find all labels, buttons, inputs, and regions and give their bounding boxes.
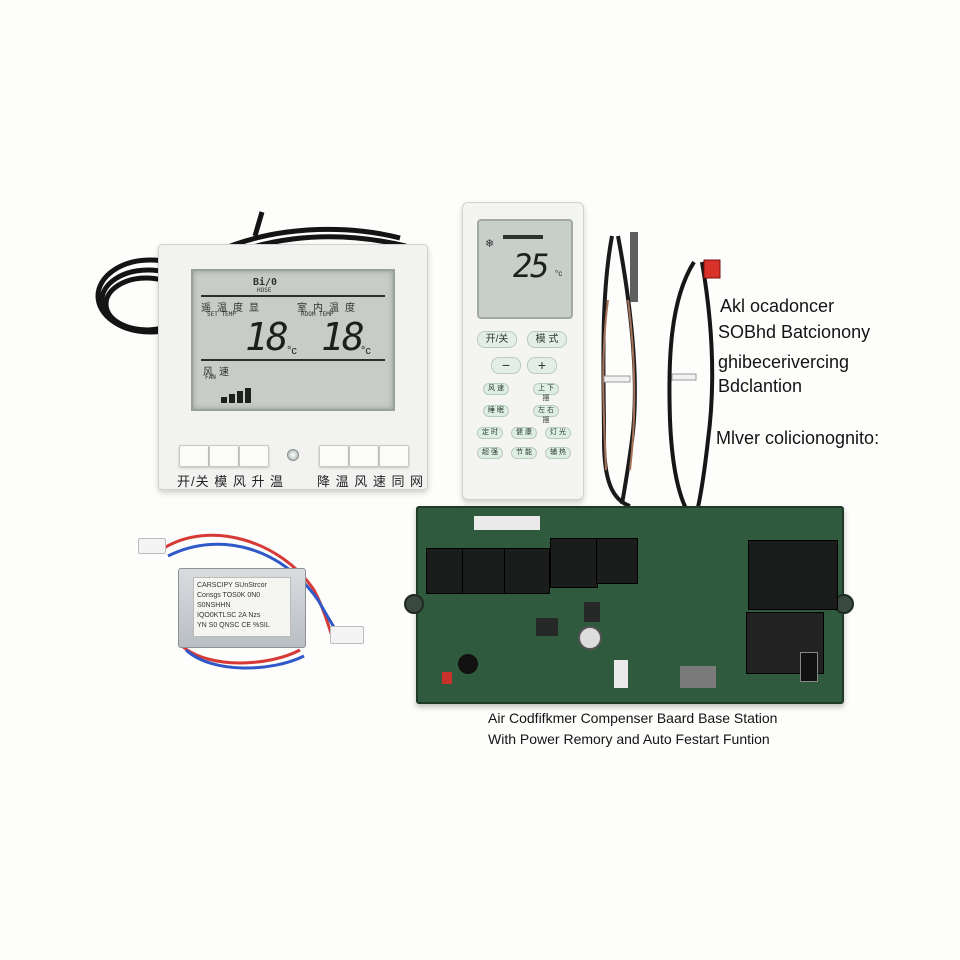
thermostat-lcd: Bi/0 HOSE 遥 温 度 显 SET TEMP 室 内 温 度 ROOM … bbox=[191, 269, 395, 411]
lcd-top-label: Bi/0 bbox=[253, 277, 278, 288]
wall-thermostat: Bi/0 HOSE 遥 温 度 显 SET TEMP 室 内 温 度 ROOM … bbox=[158, 244, 428, 490]
pcb-terminal-block bbox=[800, 652, 818, 682]
pcb-mount-tab-left bbox=[404, 594, 424, 614]
remote-minus-button[interactable]: − bbox=[491, 357, 521, 374]
pcb-buzzer bbox=[458, 654, 478, 674]
lcd-mode-label: 风 速 bbox=[203, 367, 230, 378]
transformer-connector-left bbox=[138, 538, 166, 554]
fan-speed-bars bbox=[221, 385, 253, 403]
pcb-relay bbox=[462, 548, 506, 594]
feature-text-line5: Mlver colicionognito: bbox=[716, 428, 880, 448]
thermostat-timer-button[interactable] bbox=[379, 445, 409, 467]
remote-control: ❄ 25 °c 开/关 模 式 − + 风 速 上 下 摆 睡 眠 左 右 摆 … bbox=[462, 202, 584, 500]
lcd-left-temp: 18 bbox=[245, 315, 289, 359]
remote-lcd: ❄ 25 °c bbox=[477, 219, 573, 319]
pcb-red-terminal bbox=[442, 672, 452, 684]
thermostat-down-button[interactable] bbox=[349, 445, 379, 467]
thermostat-button-labels-left: 开/关 模 风 升 温 bbox=[177, 474, 285, 489]
pcb-chip bbox=[584, 602, 600, 622]
remote-lcd-temp: 25 bbox=[513, 247, 550, 285]
caption-line2: With Power Remory and Auto Festart Funti… bbox=[488, 731, 770, 747]
caption-line1: Air Codfifkmer Compenser Baard Base Stat… bbox=[488, 710, 778, 726]
transformer-label-line: CARSCIPY SUnStrcor bbox=[197, 582, 267, 589]
remote-sleep-button[interactable]: 睡 眠 bbox=[483, 405, 509, 417]
lcd-right-sub: ROOM TEMP bbox=[301, 311, 334, 318]
feature-text-line1: Akl ocadoncer bbox=[720, 296, 835, 316]
lcd-divider-bottom bbox=[201, 359, 385, 361]
feature-text-line2: SOBhd Batcionony bbox=[718, 322, 871, 342]
lcd-mode-sub: FAN bbox=[205, 374, 216, 381]
lcd-left-unit: °c bbox=[287, 345, 297, 357]
pcb-white-connector bbox=[614, 660, 628, 688]
pcb-capacitor bbox=[578, 626, 602, 650]
pcb-chip bbox=[536, 618, 558, 636]
thermostat-power-button[interactable] bbox=[179, 445, 209, 467]
remote-timer-button[interactable]: 定 时 bbox=[477, 427, 503, 439]
compressor-control-board bbox=[404, 506, 854, 704]
pcb-relay bbox=[504, 548, 550, 594]
lcd-left-label: 遥 温 度 显 bbox=[201, 303, 260, 314]
power-transformer: CARSCIPY SUnStrcor Consgs TOS0K 0N0 S0NS… bbox=[178, 568, 306, 648]
pcb-relay bbox=[550, 538, 598, 588]
transformer-connector-right bbox=[330, 626, 364, 644]
pcb-component bbox=[680, 666, 716, 688]
pcb-relay bbox=[596, 538, 638, 584]
thermostat-sensor-icon bbox=[287, 449, 299, 461]
lcd-right-temp: 18 bbox=[321, 315, 365, 359]
remote-eco-button[interactable]: 节 能 bbox=[511, 447, 537, 459]
lcd-right-label: 室 内 温 度 bbox=[297, 303, 356, 314]
remote-health-button[interactable]: 健 康 bbox=[511, 427, 537, 439]
remote-fan-button[interactable]: 风 速 bbox=[483, 383, 509, 395]
transformer-label: CARSCIPY SUnStrcor Consgs TOS0K 0N0 S0NS… bbox=[193, 577, 291, 637]
lcd-sub-label: HOSE bbox=[257, 287, 272, 294]
remote-power-button[interactable]: 开/关 bbox=[477, 331, 517, 348]
remote-plus-button[interactable]: + bbox=[527, 357, 557, 374]
thermostat-button-labels-right: 降 温 风 速 同 网 bbox=[317, 474, 425, 489]
lcd-right-unit: °c bbox=[361, 345, 371, 357]
remote-light-button[interactable]: 灯 光 bbox=[545, 427, 571, 439]
transformer-label-line: IQO0KTLSC 2A Nzs bbox=[197, 612, 261, 619]
snowflake-icon: ❄ bbox=[485, 238, 495, 250]
remote-mode-button[interactable]: 模 式 bbox=[527, 331, 567, 348]
feature-text-line3: ghibecerivercing bbox=[718, 352, 850, 372]
pcb-power-relay bbox=[748, 540, 838, 610]
lcd-divider-top bbox=[201, 295, 385, 297]
transformer-label-line: Consgs TOS0K 0N0 S0NSHHN bbox=[197, 592, 261, 609]
remote-swing-ud-button[interactable]: 上 下 摆 bbox=[533, 383, 559, 402]
thermostat-fan-button[interactable] bbox=[239, 445, 269, 467]
lcd-left-sub: SET TEMP bbox=[207, 311, 236, 318]
remote-lcd-unit: °c bbox=[555, 269, 563, 278]
pcb-relay bbox=[426, 548, 464, 594]
feature-text-line4: Bdclantion bbox=[718, 376, 803, 396]
remote-heat-button[interactable]: 辅 热 bbox=[545, 447, 571, 459]
thermostat-up-button[interactable] bbox=[319, 445, 349, 467]
remote-turbo-button[interactable]: 超 强 bbox=[477, 447, 503, 459]
remote-lcd-bar bbox=[503, 235, 543, 239]
remote-swing-lr-button[interactable]: 左 右 摆 bbox=[533, 405, 559, 424]
transformer-label-line: YN S0 QNSC CE %SIL bbox=[197, 622, 270, 629]
pcb-connector bbox=[474, 516, 540, 530]
thermostat-mode-button[interactable] bbox=[209, 445, 239, 467]
